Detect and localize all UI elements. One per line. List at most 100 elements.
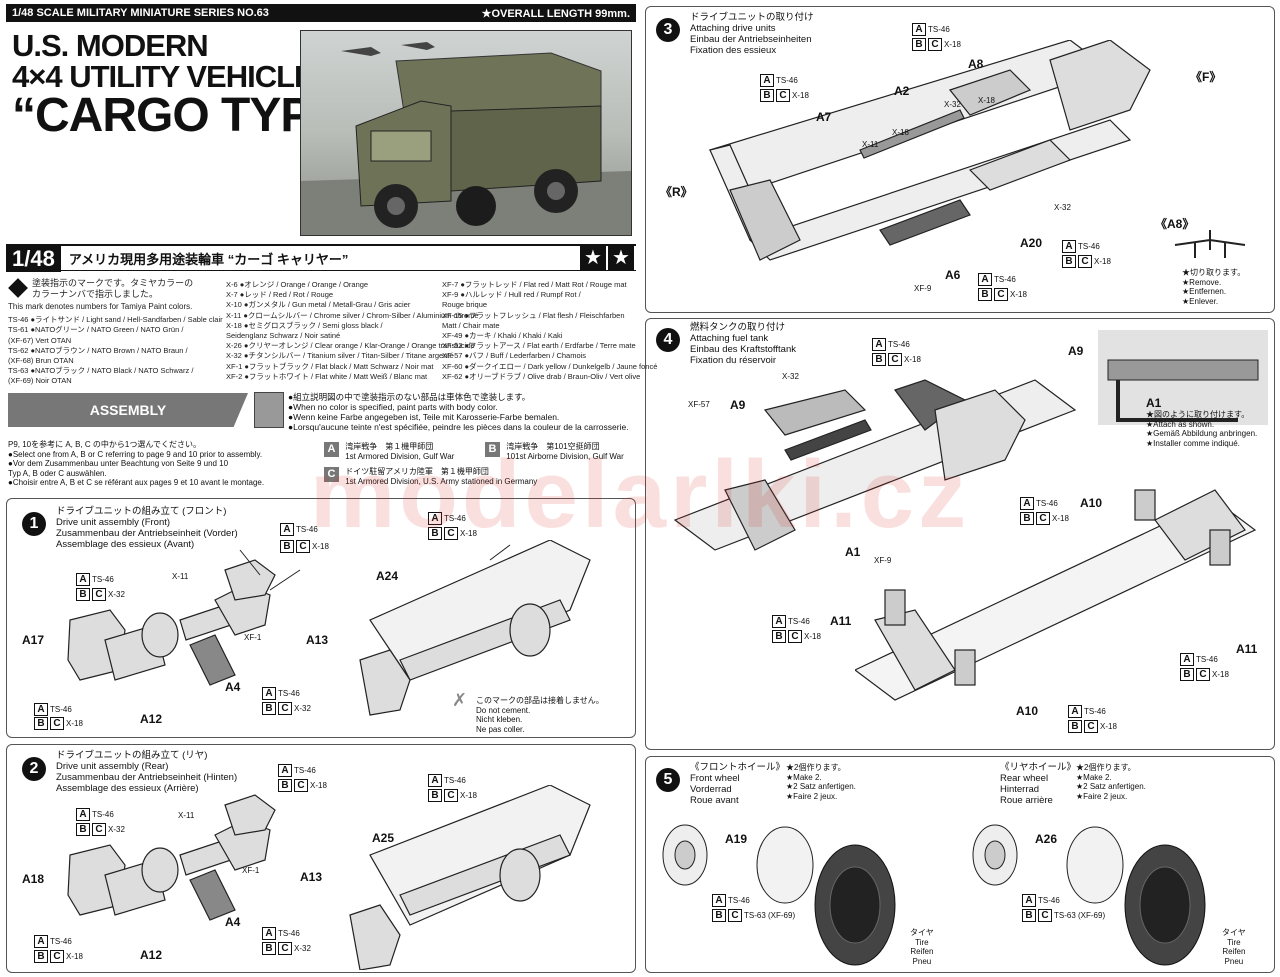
part-tag: A: [1062, 240, 1076, 253]
paint-row: X-10 ●ガンメタル / Gun metal / Metall-Grau / …: [226, 300, 411, 310]
step-title-en: Rear wheel: [1000, 773, 1049, 784]
no-cement-note: このマークの部品は接着しません。 Do not cement. Nicht kl…: [476, 696, 604, 734]
note-line: ★図のように取り付けます。: [1146, 410, 1250, 419]
paint-row: TS-62 ●NATOブラウン / NATO Brown / NATO Brau…: [8, 345, 188, 355]
rear-wheel-diagram: [972, 824, 1206, 966]
humvee-illustration: [301, 42, 631, 235]
paint-row: (XF-68) Brun OTAN: [8, 356, 74, 366]
step-title-en: Drive unit assembly (Front): [56, 517, 171, 528]
step-title-jp: ドライブユニットの組み立て (フロント): [56, 506, 227, 517]
part-tag: A: [872, 338, 886, 351]
part-tag: B: [428, 527, 442, 540]
part-tag: C: [50, 950, 64, 963]
paint-callout: XF-9: [874, 556, 891, 565]
paint-code: XF-57: [688, 400, 710, 409]
part-tag: C: [928, 38, 942, 51]
part-tag: C: [296, 540, 310, 553]
part-label-a17: A17: [22, 633, 45, 647]
step-5-panel: [645, 756, 1275, 973]
step-4-title: 燃料タンクの取り付け Attaching fuel tank Einbau de…: [690, 322, 796, 366]
paint-intro-en: This mark denotes numbers for Tamiya Pai…: [8, 302, 193, 311]
part-tag: B: [978, 288, 992, 301]
part-label-a9-main: A9: [730, 398, 746, 412]
paint-row: XF-7 ●フラットレッド / Flat red / Matt Rot / Ro…: [442, 280, 627, 289]
part-tag: B: [34, 717, 48, 730]
part-tag: B: [1022, 909, 1036, 922]
step-title-en: Drive unit assembly (Rear): [56, 761, 169, 772]
paint-code: X-32: [294, 944, 311, 953]
part-label-a7: A7: [816, 110, 832, 124]
paint-legend-col3: XF-7 ●フラットレッド / Flat red / Matt Rot / Ro…: [442, 280, 657, 382]
paint-code: TS-46: [444, 776, 466, 785]
version-tag-b: B: [485, 442, 500, 457]
part-tag: A: [34, 935, 48, 948]
paint-row: Matt / Chair mate: [442, 320, 500, 330]
part-tag: B: [872, 353, 886, 366]
step-title-de: Zusammenbau der Antriebseinheit (Vorder): [56, 528, 238, 539]
step-title-jp: 燃料タンクの取り付け: [690, 322, 786, 333]
part-label-a4: A4: [225, 915, 241, 929]
paint-code: TS-46: [788, 617, 810, 626]
paint-code: TS-46: [888, 340, 910, 349]
note-line: Nicht kleben.: [476, 715, 523, 724]
box-art-image: [300, 30, 632, 236]
part-tag: A: [428, 774, 442, 787]
paint-code: X-18: [1094, 257, 1111, 266]
note-line: Do not cement.: [476, 705, 531, 715]
paint-code: TS-46: [294, 766, 316, 775]
part-label-a6: A6: [945, 268, 961, 282]
note-line: Tire: [915, 937, 929, 947]
paint-code: X-32: [944, 100, 961, 109]
front-axle-diagram: [67, 540, 591, 716]
part-tag: B: [278, 779, 292, 792]
assembly-note: ●Wenn keine Farbe angegeben ist, Teile m…: [288, 412, 560, 422]
choice-note: ●Select one from A, B or C referring to …: [8, 449, 263, 459]
paint-row: X-18 ●セミグロスブラック / Semi gloss black /: [226, 320, 383, 330]
step-title-en: Attaching fuel tank: [690, 333, 769, 344]
paint-row: XF-15 ●フラットフレッシュ / Flat flesh / Fleischf…: [442, 310, 625, 320]
choice-note: P9, 10を参考に A, B, C の中から1つ選んでください。: [8, 440, 201, 449]
step-title-fr: Roue avant: [690, 795, 739, 806]
part-tag: B: [912, 38, 926, 51]
note-line: ★切り取ります。: [1182, 268, 1246, 277]
watermark: modelarlki.cz: [309, 441, 971, 548]
paint-code: X-18: [310, 781, 327, 790]
part-tag: B: [1020, 512, 1034, 525]
part-tag: A: [262, 927, 276, 940]
step-title-en: Front wheel: [690, 773, 740, 784]
paint-callout: X-32: [782, 372, 799, 381]
paint-callout: X-18: [892, 128, 909, 137]
paint-row: (XF-67) Vert OTAN: [8, 335, 72, 345]
version-choice-notes: P9, 10を参考に A, B, C の中から1つ選んでください。 ●Selec…: [8, 440, 264, 488]
part-tag: A: [712, 894, 726, 907]
paint-code: TS-46: [1196, 655, 1218, 664]
paint-code: X-32: [294, 704, 311, 713]
part-label-a26: A26: [1035, 832, 1058, 846]
part-label-a12: A12: [140, 948, 163, 962]
paint-callout: X-32: [944, 100, 961, 109]
note-line: タイヤ: [1222, 928, 1246, 937]
part-tag: C: [444, 789, 458, 802]
part-label-a18: A18: [22, 872, 45, 886]
paint-callout: XF-9: [914, 284, 931, 293]
part-tag: A: [772, 615, 786, 628]
paint-code: TS-46: [1036, 499, 1058, 508]
paint-row: Seidenglanz Schwarz / Noir satiné: [226, 331, 341, 341]
